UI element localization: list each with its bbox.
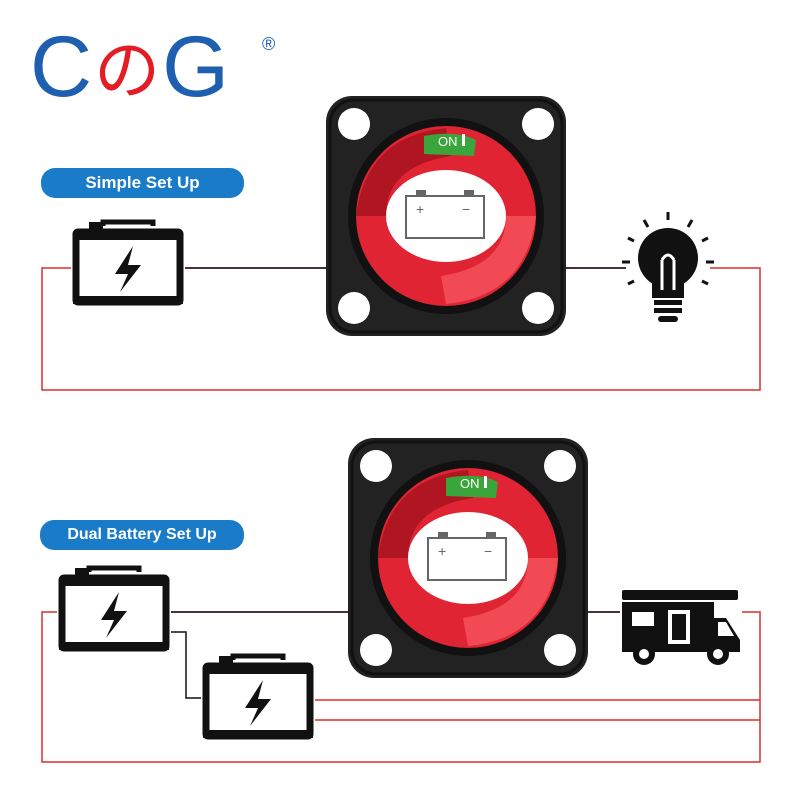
battery-icon: [71, 222, 185, 314]
on-label: ON: [460, 476, 480, 491]
on-label: ON: [438, 134, 458, 149]
brand-logo: C の G ®: [30, 19, 275, 115]
logo-letter-c: C: [30, 19, 93, 115]
dual-battery-setup-label: Dual Battery Set Up: [40, 520, 244, 550]
black-wire: [170, 631, 203, 699]
battery-switch-icon: ON: [346, 436, 590, 680]
dual-battery-setup-diagram: ON: [41, 436, 761, 763]
battery-icon: [201, 656, 315, 748]
simple-setup-label: Simple Set Up: [41, 168, 244, 198]
battery-switch-icon: ON: [324, 94, 568, 338]
logo-letter-g: G: [162, 19, 230, 115]
logo-letter-no: の: [94, 32, 161, 109]
registered-mark: ®: [262, 34, 276, 54]
light-bulb-icon: [622, 210, 714, 330]
simple-setup-diagram: ON: [41, 94, 761, 391]
rv-camper-icon: [620, 586, 742, 666]
battery-icon: [57, 568, 171, 660]
